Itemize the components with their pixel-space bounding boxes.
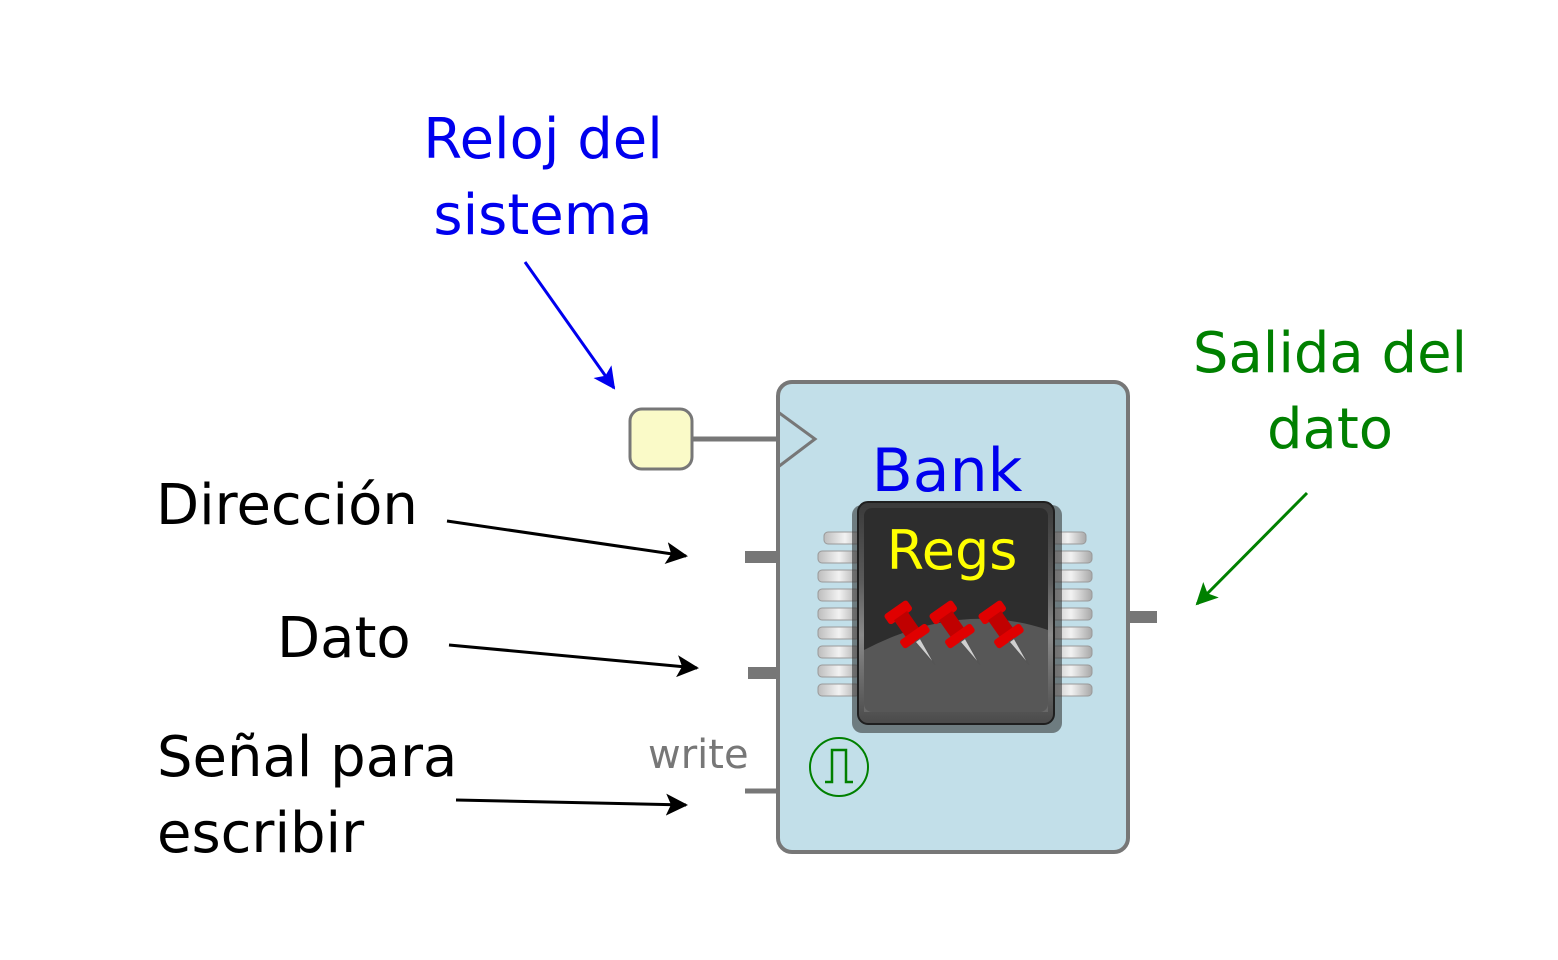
chip-icon: Regs [817, 501, 1093, 733]
block-title-text: Bank [872, 436, 1023, 506]
write-port-label: write [648, 732, 749, 778]
pushpin-icon [929, 600, 981, 666]
clock-annotation-line-2: sistema [433, 183, 652, 248]
pushpin-icon [978, 600, 1030, 666]
pushpin-icon [884, 600, 936, 666]
clock-input-pin[interactable] [628, 407, 694, 471]
data-annotation: Dato [277, 606, 411, 671]
clock-arrow [523, 261, 616, 390]
pulse-icon [809, 737, 869, 797]
clock-annotation-line-1: Reloj del [423, 107, 663, 172]
clock-annotation: Reloj del [423, 107, 663, 172]
address-annotation-text: Dirección [156, 473, 418, 538]
output-arrow [1195, 491, 1309, 606]
data-annotation-text: Dato [277, 606, 411, 671]
output-annotation-line-1: Salida del [1193, 321, 1467, 386]
block-title: Bank [872, 436, 1023, 506]
chip-label-text: Regs [887, 519, 1018, 582]
clock-annotation-line-2-text: sistema [433, 183, 652, 248]
output-annotation-line-1-text: Salida del [1193, 321, 1467, 386]
write-annotation-line-2: escribir [157, 801, 365, 866]
output-annotation-line-2-text: dato [1267, 397, 1393, 462]
clock-edge-marker [777, 410, 818, 469]
output-annotation-line-2: dato [1267, 397, 1393, 462]
write-annotation-line-1: Señal para [157, 725, 457, 790]
write-annotation-line-2-text: escribir [157, 801, 365, 866]
write-port-label-text: write [648, 732, 749, 778]
write-annotation-line-1-text: Señal para [157, 725, 457, 790]
chip-label: Regs [887, 519, 1018, 582]
address-arrow [446, 519, 688, 564]
address-annotation: Dirección [156, 473, 418, 538]
data-arrow [448, 643, 699, 678]
write-arrow [455, 793, 688, 816]
